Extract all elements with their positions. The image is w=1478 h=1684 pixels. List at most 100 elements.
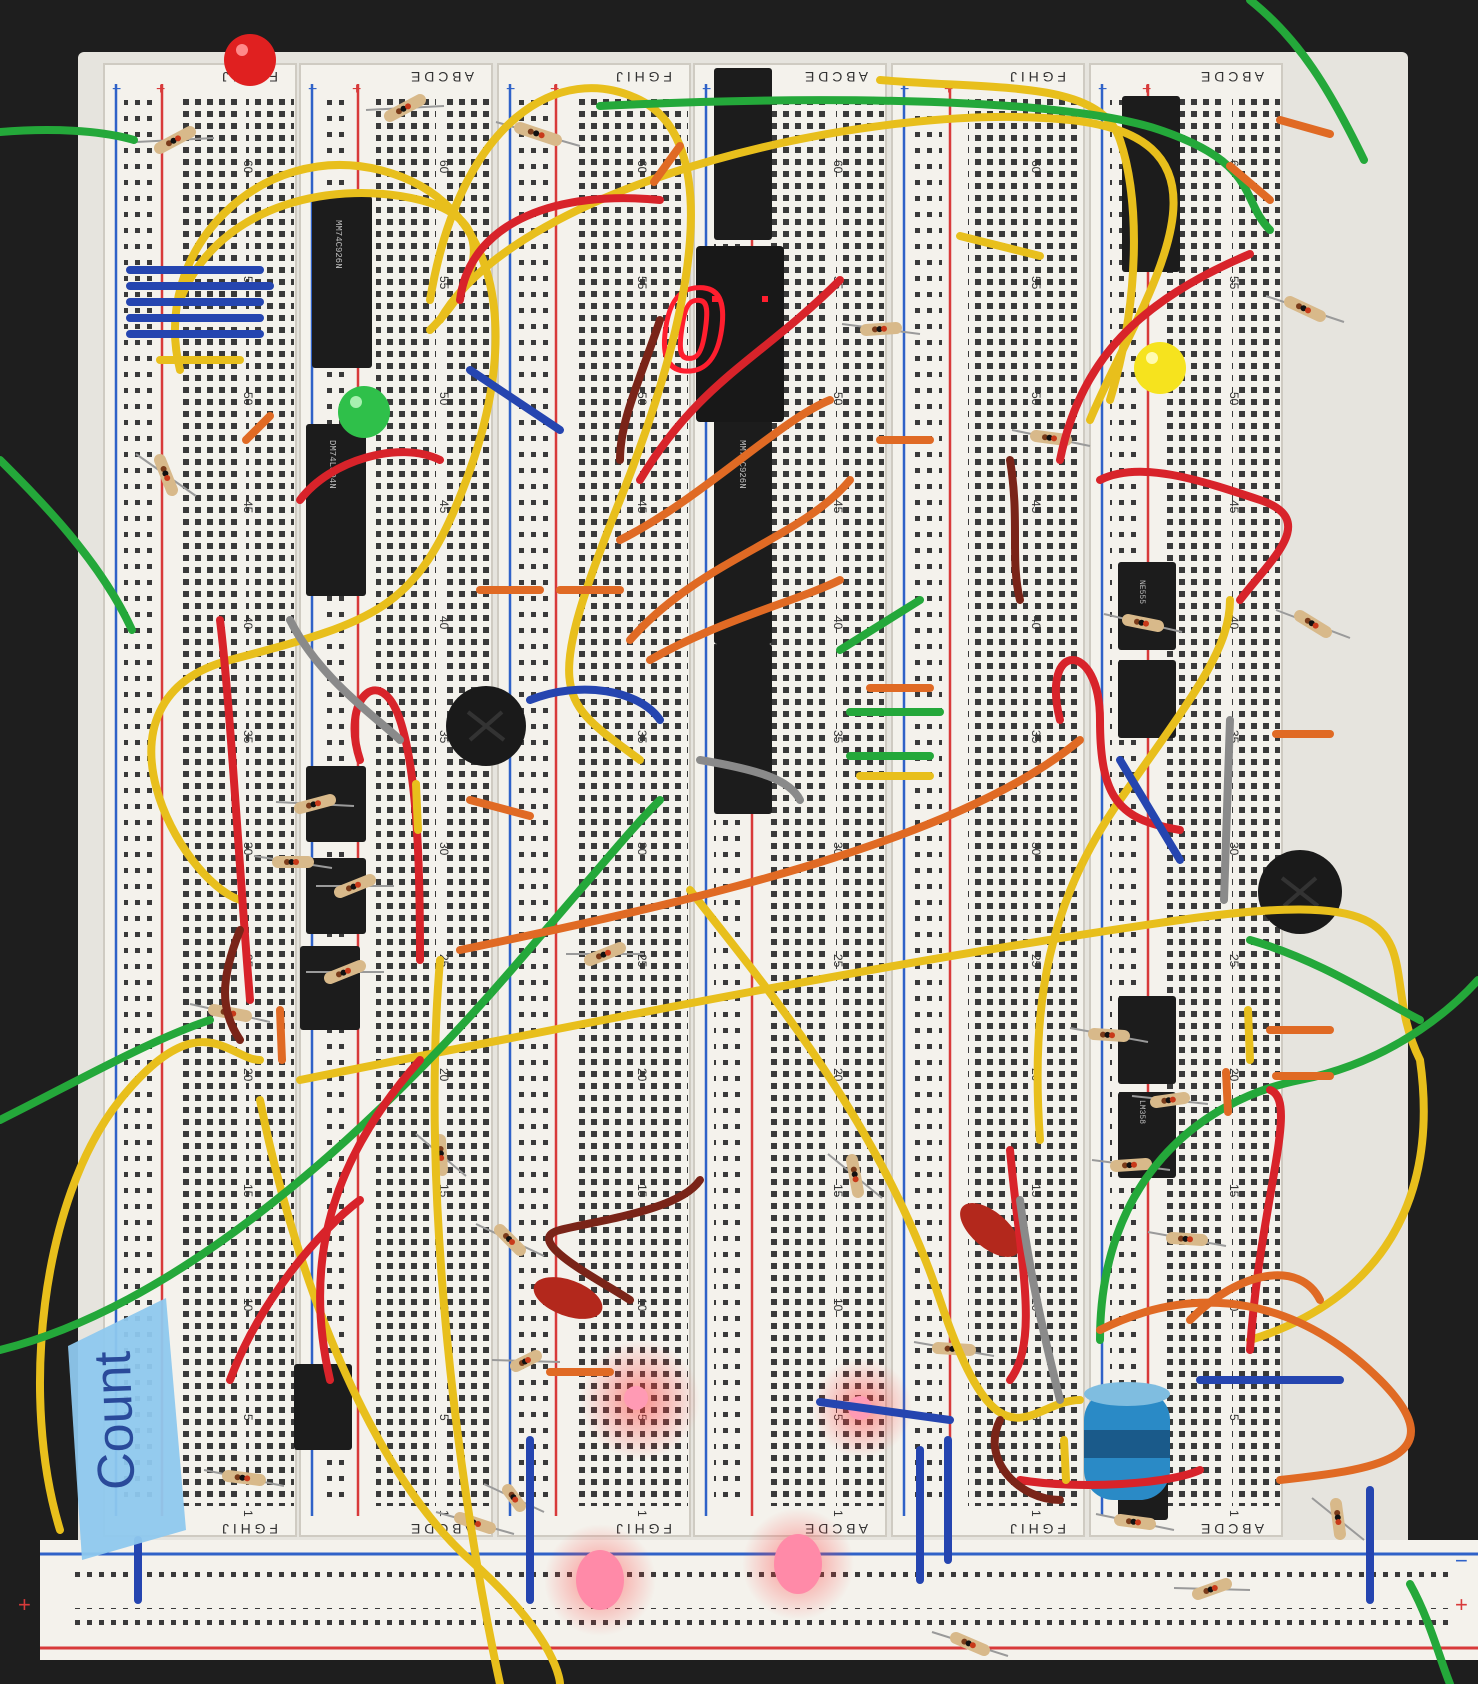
- jumper-wire: [616, 396, 834, 544]
- row-number: 30: [437, 842, 451, 856]
- row-number: 50: [437, 392, 451, 406]
- jumper-wire: [1060, 1436, 1070, 1484]
- led-pink: [576, 1550, 624, 1610]
- resistor: [1173, 1578, 1251, 1600]
- resistor: [1095, 1513, 1175, 1531]
- jumper-wire: [545, 1176, 704, 1304]
- jumper-wire: [350, 686, 424, 964]
- row-number: 1: [831, 1510, 845, 1517]
- jumper-wire: [1096, 1298, 1415, 1484]
- jumper-wire: [1226, 162, 1274, 204]
- row-number: 10: [635, 1298, 649, 1312]
- row-number: 1: [1029, 1510, 1043, 1517]
- jumper-wire: [526, 685, 664, 724]
- resistor: [1091, 1158, 1171, 1172]
- row-number: 50: [831, 392, 845, 406]
- svg-text:+: +: [1455, 1592, 1468, 1617]
- jumper-wire: [1244, 1006, 1254, 1064]
- row-number: 40: [241, 616, 255, 630]
- resistor: [316, 874, 394, 898]
- row-number: 10: [241, 1298, 255, 1312]
- breadboard-strip: F G H I JF G H I J6055504540353025201510…: [891, 63, 1085, 1537]
- jumper-wire: [1246, 0, 1368, 164]
- jumper-wire: [1276, 116, 1334, 138]
- row-number: 30: [1227, 842, 1241, 856]
- resistor: [306, 960, 384, 984]
- column-letters: F G H I J: [222, 1521, 278, 1537]
- led-yellow: [1134, 342, 1186, 394]
- led-red: [224, 34, 276, 86]
- jumper-wire: [686, 886, 1084, 1422]
- row-number: 15: [635, 1184, 649, 1198]
- row-number: 50: [635, 392, 649, 406]
- column-letters: A B C D E: [1201, 69, 1264, 85]
- jumper-wire: [430, 956, 504, 1684]
- row-number: 55: [1029, 276, 1043, 290]
- rail-symbol: +: [944, 81, 953, 98]
- rail-symbol: −: [112, 81, 121, 98]
- row-number: 20: [241, 1068, 255, 1082]
- row-number: 45: [635, 500, 649, 514]
- row-number: 45: [1227, 500, 1241, 514]
- jumper-wire: [1246, 1086, 1285, 1354]
- row-number: 30: [635, 842, 649, 856]
- jumper-wire: [436, 112, 1178, 424]
- row-number: 60: [1029, 160, 1043, 174]
- jumper-wire: [221, 926, 244, 1044]
- jumper-wire: [276, 1006, 286, 1064]
- seven-segment-display: 0: [649, 246, 784, 422]
- jumper-wire: [876, 76, 1138, 404]
- jumper-wire: [636, 276, 844, 484]
- chip-marking: NE555: [1137, 580, 1146, 604]
- row-number: 60: [437, 160, 451, 174]
- jumper-wire: [1246, 936, 1424, 1024]
- row-number: 35: [635, 730, 649, 744]
- row-number: 1: [241, 1510, 255, 1517]
- chip-marking: DM74LS04N: [327, 440, 337, 489]
- rail-symbol: +: [156, 81, 165, 98]
- svg-text:−: −: [1455, 1548, 1468, 1573]
- jumper-wire: [1006, 456, 1024, 604]
- jumper-wire: [226, 1196, 364, 1384]
- tape-note: Count: [68, 1298, 186, 1560]
- resistor: [1069, 1027, 1149, 1043]
- resistor: [1131, 1092, 1209, 1108]
- row-number: 15: [1227, 1184, 1241, 1198]
- row-number: 40: [1029, 616, 1043, 630]
- led-green: [338, 386, 390, 438]
- jumper-wire: [596, 96, 1274, 234]
- capacitors: [533, 1203, 1170, 1500]
- row-number: 55: [437, 276, 451, 290]
- resistor: [135, 453, 197, 497]
- row-number: 25: [1029, 954, 1043, 968]
- tape-note-text: Count: [84, 1350, 147, 1491]
- jumper-wire: [1186, 1271, 1324, 1324]
- resistor: [827, 1153, 883, 1199]
- jumper-wire: [1051, 656, 1184, 834]
- row-number: 30: [1029, 842, 1043, 856]
- row-number: 50: [241, 392, 255, 406]
- jumper-wire: [256, 1096, 564, 1684]
- row-number: 45: [437, 500, 451, 514]
- jumper-wire: [650, 142, 684, 186]
- led-pink: [624, 1386, 648, 1410]
- jumper-wire: [456, 194, 664, 304]
- column-letters: F G H I J: [1010, 1521, 1066, 1537]
- ic-chip: [714, 420, 772, 644]
- rail-symbol: +: [352, 81, 361, 98]
- jumper-wire: [1016, 1466, 1204, 1489]
- ic-chip: [1118, 996, 1176, 1084]
- jumper-wire: [646, 576, 844, 664]
- row-number: 40: [831, 616, 845, 630]
- rail-symbol: +: [1142, 81, 1151, 98]
- jumper-wire: [1222, 1068, 1232, 1116]
- resistor: [841, 322, 921, 336]
- jumper-wire: [296, 448, 444, 504]
- ic-chip: [1118, 660, 1176, 738]
- resistor: [253, 855, 333, 869]
- resistor: [475, 1223, 545, 1257]
- row-number: 5: [437, 1414, 451, 1421]
- column-letters: F G H I J: [616, 69, 672, 85]
- row-number: 5: [1227, 1414, 1241, 1421]
